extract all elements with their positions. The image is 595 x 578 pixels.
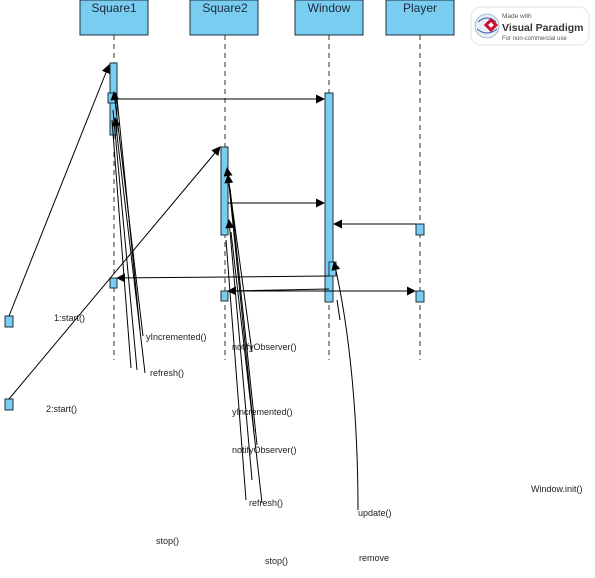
label-stop-2: stop(): [265, 556, 288, 566]
lifeline-head-window[interactable]: [294, 0, 364, 36]
label-yincremented-2: yIncremented(): [232, 407, 293, 417]
label-refresh-1: refresh(): [150, 368, 184, 378]
message-arrow-start-2: [8, 146, 221, 400]
window-tail-line: [336, 299, 341, 321]
lifeline-head-square1[interactable]: [79, 0, 149, 36]
watermark-background: [470, 6, 590, 46]
starter-box-2: [4, 398, 14, 411]
lifeline-label-square2: Square2: [202, 1, 248, 15]
lifeline-label-player: Player: [403, 1, 437, 15]
return-refresh-square1-b: [112, 109, 138, 371]
return-yincremented-square2-b: [229, 187, 258, 446]
label-update: update(): [358, 508, 392, 518]
lifeline-window[interactable]: Window: [294, 0, 364, 360]
watermark-line2: Visual Paradigm: [502, 22, 584, 34]
lifeline-label-window: Window: [308, 1, 351, 15]
label-start-2: 2:start(): [46, 404, 77, 414]
activation-square2-late: [220, 290, 229, 302]
return-notify-square2-b: [225, 219, 253, 481]
label-yincremented-1: yIncremented(): [146, 332, 207, 342]
starter-box-1: [4, 315, 14, 328]
return-yincremented-square2: [224, 174, 255, 433]
watermark-line1: Made with: [502, 13, 532, 20]
lifeline-square1[interactable]: Square1: [79, 0, 149, 360]
activation-window-main: [324, 92, 334, 303]
activation-player-first: [415, 223, 425, 236]
label-notifyobserver-2: notifyObserver(): [232, 445, 297, 455]
message-arrow-window-square1: [116, 273, 330, 283]
activation-square2-main: [220, 146, 229, 236]
label-window-init: Window.init(): [531, 484, 583, 494]
watermark-line3: For non-commercial use: [502, 36, 567, 42]
activation-square1-late: [109, 277, 118, 289]
watermark: Made with Visual Paradigm For non-commer…: [470, 6, 590, 46]
lifeline-head-player[interactable]: [385, 0, 455, 36]
return-refresh-square2-b: [225, 239, 247, 501]
label-start-1: 1:start(): [54, 313, 85, 323]
lifeline-label-square1: Square1: [91, 1, 137, 15]
label-refresh-2: refresh(): [249, 498, 283, 508]
message-arrow-start-1: [8, 64, 111, 317]
return-refresh-square2: [230, 231, 263, 504]
return-refresh-square1: [111, 117, 146, 374]
lifeline-player[interactable]: Player: [385, 0, 455, 360]
label-remove: remove: [359, 553, 389, 563]
return-update-window: [331, 261, 359, 511]
return-refresh-square1-c: [111, 119, 132, 369]
label-stop-1: stop(): [156, 536, 179, 546]
activation-player-second: [415, 290, 425, 303]
label-notifyobserver-1: notifyObserver(): [232, 342, 297, 352]
return-yincremented-square1-b: [116, 97, 141, 331]
visual-paradigm-logo-icon: [474, 13, 500, 39]
lifeline-head-square2[interactable]: [189, 0, 259, 36]
